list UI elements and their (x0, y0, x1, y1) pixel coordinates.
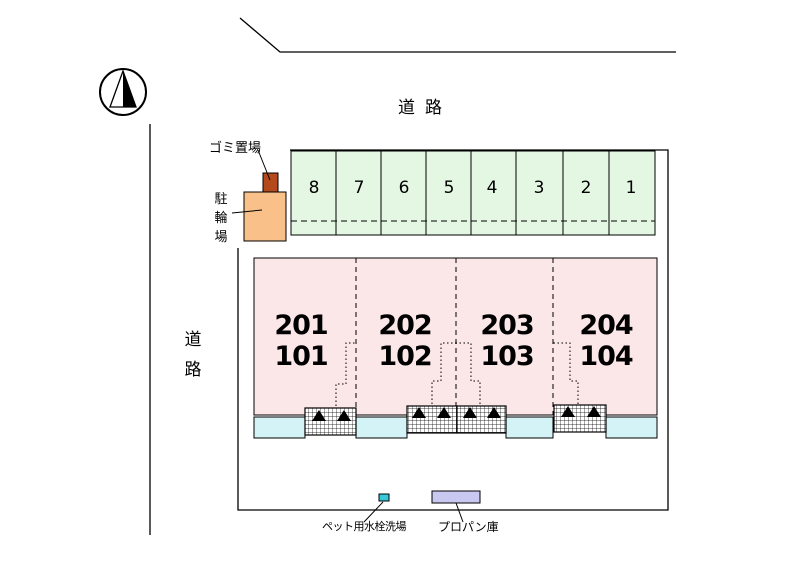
road-top-line (239, 17, 676, 53)
unit-label: 201 101 (261, 310, 341, 372)
unit-number-lower: 104 (579, 341, 633, 372)
road-label-left: 道 路 (182, 325, 204, 385)
parking-slot-number: 4 (486, 178, 498, 198)
garbage-label: ゴミ置場 (209, 141, 262, 156)
parking-slot-number: 7 (353, 178, 365, 198)
unit-number-upper: 203 (480, 310, 534, 341)
parking-slot-number: 2 (580, 178, 592, 198)
unit-number-upper: 202 (378, 310, 432, 341)
unit-number-upper: 201 (274, 310, 328, 341)
parking-slot-number: 3 (533, 178, 545, 198)
garbage-area (262, 172, 279, 193)
unit-number-lower: 101 (274, 341, 328, 372)
unit-number-lower: 103 (480, 341, 534, 372)
propane-storage (431, 490, 481, 504)
parking-slot-number: 1 (625, 178, 637, 198)
pet-wash-station (378, 493, 390, 502)
unit-number-lower: 102 (378, 341, 432, 372)
propane-leader (455, 502, 464, 523)
bike-label-char-2: 輪 (214, 211, 228, 226)
bike-leader (231, 209, 263, 214)
bike-label-char-1: 駐 (214, 192, 228, 207)
balconies (253, 416, 658, 439)
unit-number-upper: 204 (579, 310, 633, 341)
unit-label: 202 102 (365, 310, 445, 372)
unit-dividers (355, 258, 554, 415)
bike-parking-label: 駐 輪 場 (212, 190, 230, 247)
unit-label: 203 103 (467, 310, 547, 372)
propane-label: プロパン庫 (438, 520, 499, 534)
pet-wash-leader (363, 501, 384, 523)
north-arrow-icon (99, 68, 147, 116)
garbage-leader (257, 149, 271, 181)
stair-paths (335, 342, 579, 410)
road-label-top: 道路 (398, 98, 452, 118)
road-label-left-char-2: 路 (184, 360, 202, 380)
parking-slot-number: 8 (308, 178, 320, 198)
bike-label-char-3: 場 (214, 230, 228, 245)
unit-label: 204 104 (566, 310, 646, 372)
bicycle-parking (243, 191, 287, 242)
road-label-left-char-1: 道 (184, 330, 202, 350)
entrance-marker-icons (312, 406, 601, 421)
parking-slot-number: 6 (398, 178, 410, 198)
pet-wash-label: ペット用水栓洗場 (322, 520, 407, 533)
parking-slot-number: 5 (443, 178, 455, 198)
site-boundary (237, 149, 669, 511)
entrances (304, 404, 607, 436)
